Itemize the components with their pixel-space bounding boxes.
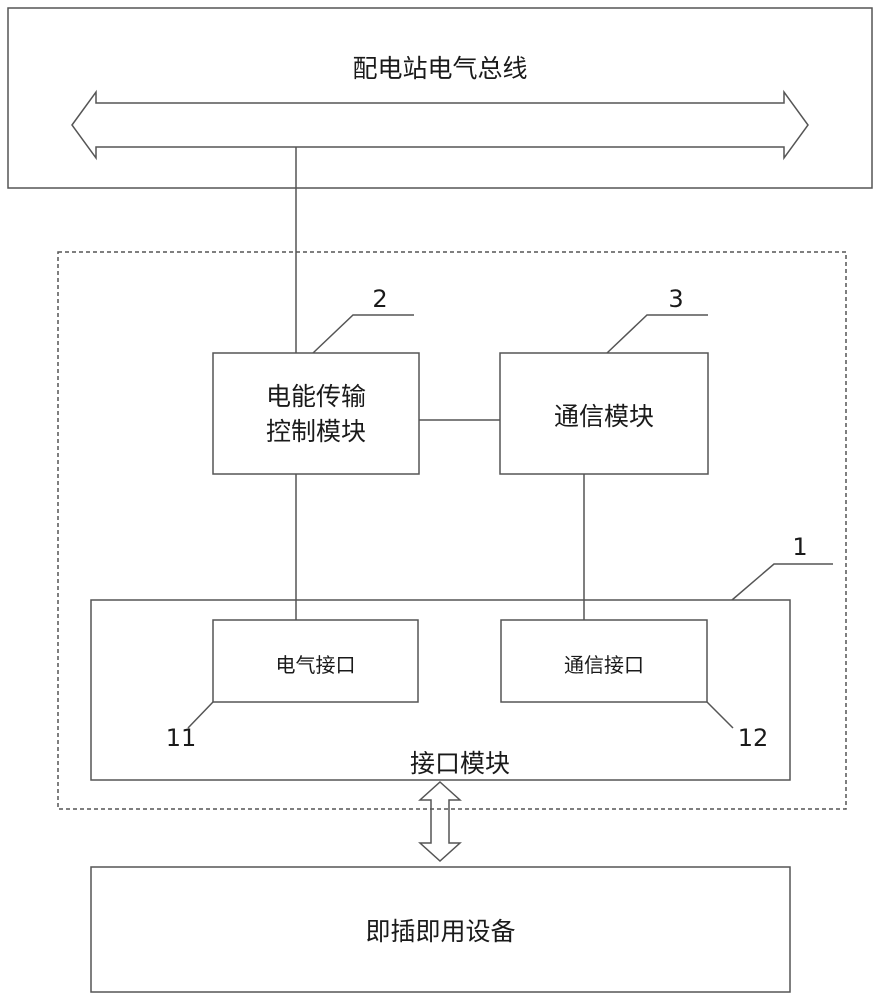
ref-3-label: 3 [668, 285, 684, 313]
bus-box [7, 7, 873, 189]
power-control-label: 电能传输 控制模块 [265, 381, 366, 446]
interface-module-box [90, 599, 791, 781]
ref-12-label: 12 [737, 724, 769, 752]
bus-label: 配电站电气总线 [352, 54, 528, 83]
leader-11 [187, 701, 214, 729]
ref-2-label: 2 [372, 285, 388, 313]
leader-12 [706, 701, 734, 729]
electrical-interface-box [212, 619, 419, 703]
device-label: 即插即用设备 [365, 917, 516, 946]
system-dashed-boundary [57, 251, 847, 810]
bus-double-arrow [71, 89, 809, 161]
comm-module-box [499, 352, 709, 475]
electrical-interface-label: 电气接口 [275, 652, 356, 677]
device-box [90, 866, 791, 993]
power-control-box [212, 352, 420, 475]
leader-3 [606, 314, 708, 354]
leader-1 [731, 563, 833, 601]
comm-interface-box [500, 619, 708, 703]
interface-module-label: 接口模块 [409, 749, 510, 778]
leader-2 [312, 314, 414, 354]
comm-interface-label: 通信接口 [564, 652, 644, 677]
interface-device-double-arrow [418, 780, 462, 863]
ref-11-label: 11 [165, 724, 197, 752]
ref-1-label: 1 [792, 533, 808, 561]
comm-module-label: 通信模块 [553, 402, 654, 431]
